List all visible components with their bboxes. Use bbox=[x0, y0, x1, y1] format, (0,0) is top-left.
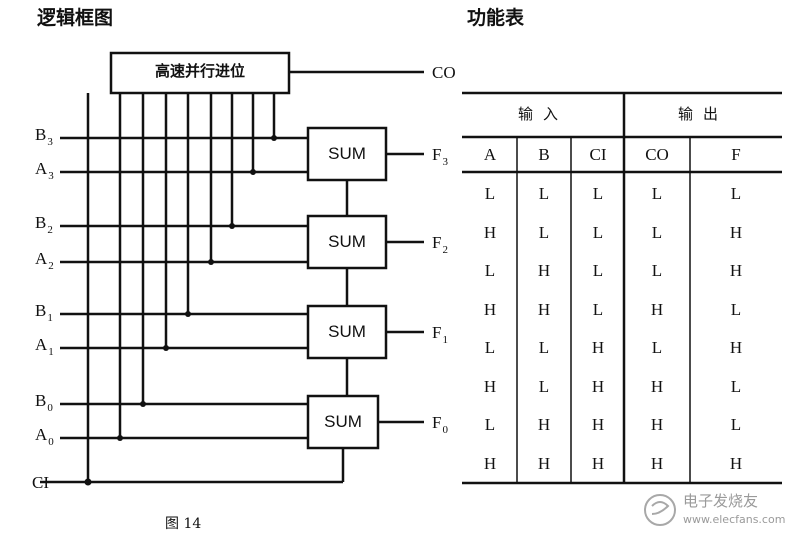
junction-a1 bbox=[163, 345, 169, 351]
table-cell-co: L bbox=[651, 184, 663, 203]
output-label-f3: F3 bbox=[432, 145, 448, 168]
input-label-b2: B2 bbox=[35, 213, 53, 236]
table-group-input: 输入 bbox=[517, 105, 568, 123]
table-cell-b: H bbox=[537, 454, 551, 473]
table-cell-co: L bbox=[651, 261, 663, 280]
table-cell-a: H bbox=[483, 377, 497, 396]
table-cell-a: L bbox=[484, 184, 496, 203]
table-cell-ci: H bbox=[591, 377, 605, 396]
table-header-b: B bbox=[538, 145, 550, 164]
sum-label-0: SUM bbox=[324, 412, 362, 431]
table-cell-f: L bbox=[730, 377, 742, 396]
table-cell-b: H bbox=[537, 261, 551, 280]
table-cell-f: H bbox=[729, 223, 743, 242]
table-cell-co: L bbox=[651, 223, 663, 242]
table-cell-b: L bbox=[538, 338, 550, 357]
table-cell-ci: H bbox=[591, 338, 605, 357]
carry-out-label: CO bbox=[432, 63, 456, 82]
table-cell-co: H bbox=[650, 377, 664, 396]
diagram-title: 逻辑框图 bbox=[37, 7, 114, 29]
table-cell-ci: H bbox=[591, 454, 605, 473]
table-cell-ci: L bbox=[592, 261, 604, 280]
table-cell-f: H bbox=[729, 261, 743, 280]
table-header-a: A bbox=[483, 145, 497, 164]
junction-ci bbox=[84, 478, 92, 486]
table-cell-a: H bbox=[483, 300, 497, 319]
junction-a2 bbox=[208, 259, 214, 265]
junction-b3 bbox=[271, 135, 277, 141]
table-cell-co: H bbox=[650, 300, 664, 319]
table-cell-f: H bbox=[729, 454, 743, 473]
table-cell-b: L bbox=[538, 377, 550, 396]
junction-b0 bbox=[140, 401, 146, 407]
output-label-f2: F2 bbox=[432, 233, 448, 256]
watermark-text: 电子发烧友 bbox=[683, 492, 759, 510]
input-label-a0: A0 bbox=[35, 425, 54, 448]
junction-a3 bbox=[250, 169, 256, 175]
carry-lookahead-label: 高速并行进位 bbox=[154, 62, 245, 80]
table-cell-ci: L bbox=[592, 184, 604, 203]
table-header-ci: CI bbox=[589, 145, 607, 164]
input-label-b1: B1 bbox=[35, 301, 53, 324]
table-cell-ci: L bbox=[592, 223, 604, 242]
table-cell-f: L bbox=[730, 300, 742, 319]
table-cell-a: H bbox=[483, 223, 497, 242]
table-cell-co: H bbox=[650, 415, 664, 434]
junction-b2 bbox=[229, 223, 235, 229]
table-cell-a: L bbox=[484, 338, 496, 357]
table-cell-f: H bbox=[729, 338, 743, 357]
table-cell-a: H bbox=[483, 454, 497, 473]
table-cell-co: H bbox=[650, 454, 664, 473]
table-cell-a: L bbox=[484, 261, 496, 280]
table-header-co: CO bbox=[645, 145, 669, 164]
sum-label-1: SUM bbox=[328, 322, 366, 341]
input-label-a3: A3 bbox=[35, 159, 54, 182]
input-label-a1: A1 bbox=[35, 335, 54, 358]
junction-b1 bbox=[185, 311, 191, 317]
carry-in-label: CI bbox=[32, 473, 49, 492]
watermark-url: www.elecfans.com bbox=[683, 513, 786, 526]
figure-caption: 图 14 bbox=[165, 516, 202, 532]
table-cell-b: L bbox=[538, 223, 550, 242]
input-label-b3: B3 bbox=[35, 125, 53, 148]
table-cell-b: H bbox=[537, 415, 551, 434]
input-label-b0: B0 bbox=[35, 391, 53, 414]
output-label-f0: F0 bbox=[432, 413, 448, 436]
table-cell-b: L bbox=[538, 184, 550, 203]
table-title: 功能表 bbox=[467, 7, 525, 29]
table-group-output: 输出 bbox=[677, 105, 728, 123]
table-cell-b: H bbox=[537, 300, 551, 319]
sum-label-2: SUM bbox=[328, 232, 366, 251]
sum-label-3: SUM bbox=[328, 144, 366, 163]
output-label-f1: F1 bbox=[432, 323, 448, 346]
table-cell-co: L bbox=[651, 338, 663, 357]
junction-a0 bbox=[117, 435, 123, 441]
table-cell-a: L bbox=[484, 415, 496, 434]
table-cell-f: L bbox=[730, 415, 742, 434]
table-cell-ci: L bbox=[592, 300, 604, 319]
table-cell-ci: H bbox=[591, 415, 605, 434]
table-header-f: F bbox=[731, 145, 741, 164]
table-cell-f: L bbox=[730, 184, 742, 203]
input-label-a2: A2 bbox=[35, 249, 54, 272]
